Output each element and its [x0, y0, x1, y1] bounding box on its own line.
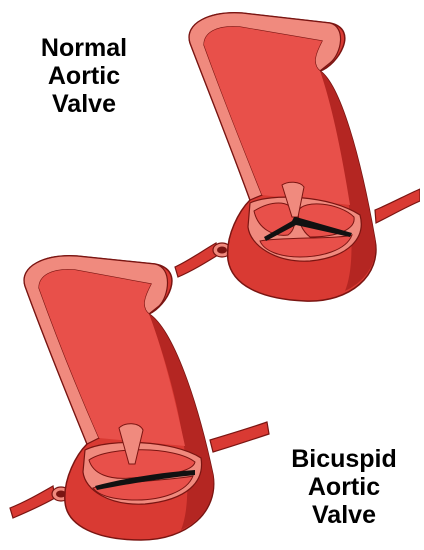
normal-label-line-2: Aortic: [30, 62, 138, 90]
bicuspid-label-line-2: Aortic: [282, 473, 406, 501]
coronary-artery-left: [10, 486, 55, 518]
normal-label-line-3: Valve: [30, 90, 138, 118]
normal-aortic-valve-label: Normal Aortic Valve: [30, 34, 138, 118]
normal-label-line-1: Normal: [30, 34, 138, 62]
bicuspid-label-line-1: Bicuspid: [282, 445, 406, 473]
coronary-artery-right: [375, 189, 420, 223]
bicuspid-aortic-valve-illustration: [5, 250, 275, 550]
bicuspid-label-line-3: Valve: [282, 501, 406, 529]
coronary-artery-right: [210, 422, 269, 452]
bicuspid-aortic-valve-label: Bicuspid Aortic Valve: [282, 445, 406, 529]
